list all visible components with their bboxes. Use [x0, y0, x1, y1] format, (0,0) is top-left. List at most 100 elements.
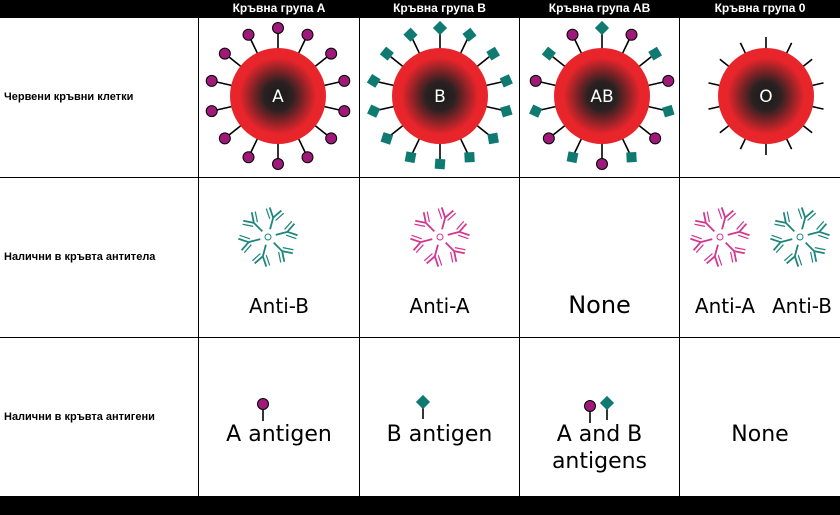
- antibody-arm-left-inner: [243, 244, 252, 254]
- antibody-arm-left-inner: [242, 223, 254, 227]
- antibody-cluster-o-anti-b: [770, 207, 830, 267]
- antibody-arm-left: [695, 219, 707, 224]
- antibody-arm-right-inner: [810, 251, 814, 263]
- row-label-cell-red-cells: Червени кръвни клетки: [0, 18, 198, 177]
- antibody-arm-right: [287, 230, 298, 237]
- antibody-arm-right: [702, 212, 707, 224]
- antigen-b-marker: [432, 20, 448, 36]
- antibody-arm-right: [786, 255, 796, 265]
- antigen-b-marker: [500, 104, 513, 118]
- antibody-stem: [433, 244, 439, 257]
- antibody-arm-left-inner: [734, 247, 746, 251]
- antibody-icon: [783, 244, 803, 267]
- antigen-b-marker: [434, 158, 446, 170]
- antibody-arm-left: [433, 256, 440, 267]
- antigen-a-marker: [301, 151, 314, 164]
- antigen-stalk: [810, 82, 824, 87]
- antibody-stem: [248, 238, 261, 244]
- cell-label-o: O: [759, 87, 772, 107]
- antigen-stalk: [801, 124, 813, 134]
- antibody-arm-right: [238, 237, 249, 244]
- antigen-stalk: [810, 105, 824, 110]
- antigen-a-marker: [596, 158, 608, 170]
- antigen-a-marker: [529, 74, 542, 87]
- antibody-arm-right: [410, 237, 421, 244]
- antibody-arm-right-inner: [447, 212, 457, 221]
- antibody-arm-right: [804, 209, 814, 219]
- antigen-a-marker: [325, 132, 338, 145]
- antigen-a-marker: [272, 158, 284, 170]
- antibody-arm-right: [444, 209, 454, 219]
- antibody-icon: [275, 220, 298, 240]
- antibody-arm-right-inner: [737, 234, 749, 240]
- antibody-arm-right-inner: [807, 212, 817, 221]
- antigen-b-marker: [404, 151, 417, 164]
- antigen-b-marker: [499, 74, 513, 88]
- antigen-stalk: [739, 42, 747, 55]
- antigen-stalk: [216, 105, 234, 111]
- antibody-arm-right: [690, 237, 701, 244]
- antibody-arm-right-inner: [239, 234, 251, 240]
- antigen-b-marker: [462, 27, 477, 42]
- antigen-stalk: [313, 56, 328, 68]
- antibody-icon: [251, 244, 271, 267]
- antibody-arm-right-inner: [691, 234, 703, 240]
- row-label-antigens: Налични в кръвта антигени: [4, 411, 155, 423]
- red-blood-cell-a: [205, 22, 351, 170]
- antigen-stalk: [621, 137, 631, 154]
- antibody-arm-right: [739, 230, 750, 237]
- antibody-icon: [725, 242, 746, 263]
- antigen-stalk: [637, 56, 652, 68]
- cell-a-antigens: A antigen: [199, 338, 359, 496]
- red-blood-cell-b: [366, 20, 513, 170]
- antibody-arm-left: [738, 223, 748, 233]
- antibody-arm-left: [772, 241, 782, 251]
- antigen-stalk: [719, 58, 731, 68]
- antigens-a-text: A antigen: [226, 422, 332, 447]
- antibody-icon: [727, 220, 750, 240]
- antigen-b-marker: [566, 151, 579, 164]
- antibody-cluster-o-anti-a: [690, 207, 750, 267]
- antigen-a-marker: [242, 151, 255, 164]
- antibody-icon: [273, 242, 294, 263]
- antigen-a-marker: [625, 28, 638, 41]
- antigen-stalk: [216, 81, 234, 87]
- antigen-a-marker: [301, 28, 314, 41]
- antibody-stem: [269, 217, 275, 230]
- antibody-icon: [703, 244, 723, 267]
- antigen-stalk: [228, 56, 243, 68]
- antigen-stalk: [646, 105, 664, 111]
- antigen-b-marker: [415, 394, 431, 410]
- antibody-icon: [242, 211, 263, 232]
- antibody-arm-right-inner: [786, 211, 790, 223]
- antigen-a-marker: [338, 74, 351, 87]
- antigen-b-marker: [529, 104, 543, 118]
- antibody-arm-right-inner: [411, 234, 423, 240]
- antigen-a-marker: [257, 398, 269, 410]
- antibody-arm-right-inner: [251, 253, 261, 262]
- antibody-icon: [437, 207, 457, 230]
- cell-ab-antibodies: None: [520, 178, 679, 337]
- antigen-a-pin-a: [257, 398, 269, 421]
- antibody-icon: [265, 207, 285, 230]
- antibody-arm-right: [453, 250, 458, 262]
- antigen-a-marker: [218, 47, 231, 60]
- antibody-stem: [447, 230, 460, 236]
- antigen-stalk: [739, 137, 747, 150]
- antibody-arm-right: [459, 230, 470, 237]
- antibody-arm-right-inner: [275, 212, 285, 221]
- antigen-stalk: [540, 105, 558, 111]
- antibody-arm-right-inner: [285, 234, 297, 240]
- antibody-icon: [445, 242, 466, 263]
- antibody-arm-right: [281, 250, 286, 262]
- antibody-arm-left-inner: [415, 244, 424, 254]
- antibody-arm-left: [281, 250, 293, 255]
- antibodies-o-right-text: Anti-B: [772, 294, 832, 318]
- antigen-a-marker: [566, 28, 579, 41]
- antibody-arm-left: [800, 207, 807, 218]
- antibody-icon: [414, 211, 435, 232]
- antigen-stalk: [390, 124, 405, 136]
- antibody-arm-left-inner: [736, 220, 745, 230]
- antibody-arm-left-inner: [284, 220, 293, 230]
